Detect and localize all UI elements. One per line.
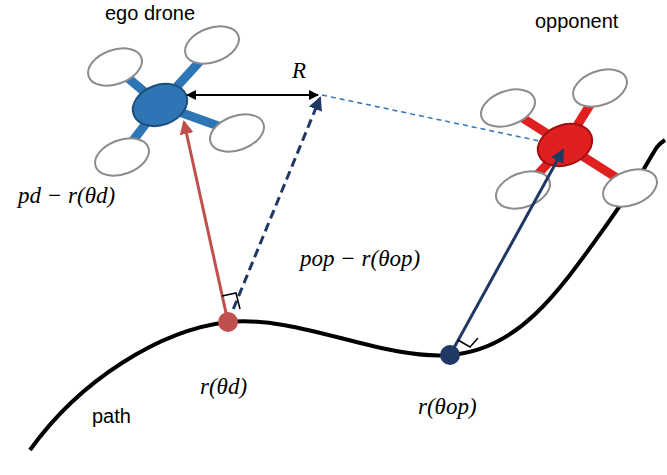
- distance-arrow: [187, 94, 318, 96]
- vector-label: pd − r(θd): [18, 183, 115, 209]
- opponent-offset-arrow: [450, 150, 563, 355]
- vector-label: pop − r(θop): [300, 246, 420, 272]
- point-label: r(θd): [200, 374, 247, 400]
- path-point: [218, 312, 238, 332]
- right-angle-mark: [458, 338, 478, 347]
- path-label: path: [92, 405, 131, 428]
- path-point: [440, 345, 460, 365]
- drone-label: ego drone: [105, 2, 195, 25]
- right-angle-mark: [222, 293, 240, 309]
- drone-label: opponent: [535, 10, 618, 33]
- path-curve: [30, 140, 665, 450]
- point-label: r(θop): [418, 394, 477, 420]
- projected-offset-arrow: [228, 98, 320, 322]
- distance-label: R: [292, 58, 306, 84]
- ego-drone: [83, 19, 269, 182]
- opponent-drone: [476, 62, 662, 215]
- ego-offset-arrow: [184, 122, 228, 322]
